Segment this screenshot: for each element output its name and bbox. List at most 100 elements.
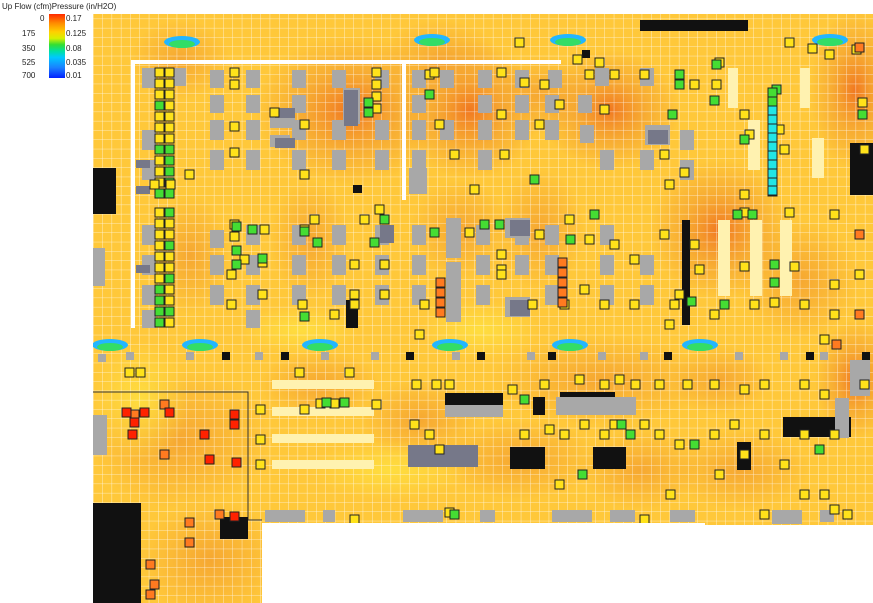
perforated-tile (464, 227, 475, 238)
perforated-tile (344, 367, 355, 378)
perforated-tile (779, 459, 790, 470)
perforated-tile (842, 509, 853, 520)
perforated-tile (257, 289, 268, 300)
perforated-tile (789, 261, 800, 272)
legend-flow-label: 525 (22, 58, 36, 67)
perforated-tile (269, 107, 280, 118)
perforated-tile (557, 267, 568, 278)
perforated-tile (499, 149, 510, 160)
equipment-rack (600, 150, 614, 170)
equipment-rack (210, 150, 224, 170)
perforated-tile (709, 429, 720, 440)
equipment-rack (292, 70, 306, 88)
black-block (222, 352, 230, 360)
black-block (640, 20, 748, 31)
equipment-rack (142, 130, 156, 150)
perforated-tile (255, 434, 266, 445)
black-block (406, 352, 414, 360)
aisle-strip (800, 68, 810, 108)
crac-vent-core (169, 40, 195, 48)
perforated-tile (609, 239, 620, 250)
equipment-rack (478, 150, 492, 170)
equipment-rack (265, 510, 305, 522)
perforated-tile (829, 209, 840, 220)
perforated-tile (614, 374, 625, 385)
perforated-tile (329, 309, 340, 320)
crac-vent-core (687, 343, 713, 351)
wall-line (402, 60, 406, 200)
equipment-rack (545, 255, 559, 275)
perforated-tile (729, 419, 740, 430)
equipment-rack (93, 415, 107, 455)
perforated-tile (419, 299, 430, 310)
perforated-tile (689, 239, 700, 250)
perforated-tile (154, 251, 165, 262)
perforated-tile (565, 234, 576, 245)
equipment-rack (98, 354, 106, 362)
perforated-tile (145, 589, 156, 600)
perforated-tile (749, 299, 760, 310)
perforated-tile (739, 109, 750, 120)
black-block (548, 352, 556, 360)
perforated-tile (214, 509, 225, 520)
perforated-tile (164, 295, 175, 306)
equipment-rack (412, 95, 426, 113)
perforated-tile (154, 166, 165, 177)
equipment-rack (680, 130, 694, 150)
aisle-strip (272, 460, 374, 469)
perforated-tile (349, 259, 360, 270)
perforated-tile (255, 404, 266, 415)
crac-vent-core (437, 343, 463, 351)
equipment-rack (210, 120, 224, 140)
aisle-strip (728, 68, 738, 108)
perforated-tile (164, 273, 175, 284)
perforated-tile (739, 449, 750, 460)
perforated-tile (231, 245, 242, 256)
perforated-tile (854, 229, 865, 240)
perforated-tile (312, 237, 323, 248)
perforated-tile (379, 289, 390, 300)
perforated-tile (711, 79, 722, 90)
crac-vent-core (555, 38, 581, 46)
equipment-rack (440, 70, 454, 88)
perforated-tile (379, 214, 390, 225)
equipment-rack (332, 225, 346, 245)
pressure-legend: Up Flow (cfm)Pressure (in/H2O) 0 175 350… (0, 0, 116, 80)
black-block (353, 185, 362, 193)
perforated-tile (767, 96, 778, 107)
perforated-tile (374, 204, 385, 215)
perforated-tile (679, 167, 690, 178)
perforated-tile (434, 444, 445, 455)
perforated-tile (654, 429, 665, 440)
perforated-tile (297, 299, 308, 310)
aisle-strip (272, 407, 374, 416)
perforated-tile (554, 479, 565, 490)
perforated-tile (779, 144, 790, 155)
legend-color-scale (49, 14, 65, 78)
perforated-tile (321, 397, 332, 408)
perforated-tile (164, 284, 175, 295)
perforated-tile (739, 134, 750, 145)
perforated-tile (184, 517, 195, 528)
perforated-tile (229, 121, 240, 132)
perforated-tile (544, 424, 555, 435)
perforated-tile (154, 144, 165, 155)
cooling-unit (408, 445, 478, 467)
perforated-tile (854, 269, 865, 280)
perforated-tile (309, 214, 320, 225)
perforated-tile (229, 419, 240, 430)
equipment-rack (412, 120, 426, 140)
equipment-rack (478, 70, 492, 88)
black-block (510, 447, 545, 469)
perforated-tile (732, 209, 743, 220)
equipment-rack (142, 225, 156, 245)
legend-pressure-label: 0.125 (66, 29, 87, 38)
equipment-rack (246, 120, 260, 140)
black-block (593, 447, 626, 469)
perforated-tile (494, 219, 505, 230)
perforated-tile (164, 89, 175, 100)
crac-vent-core (307, 343, 333, 351)
perforated-tile (369, 237, 380, 248)
equipment-rack (580, 125, 594, 143)
perforated-tile (534, 119, 545, 130)
